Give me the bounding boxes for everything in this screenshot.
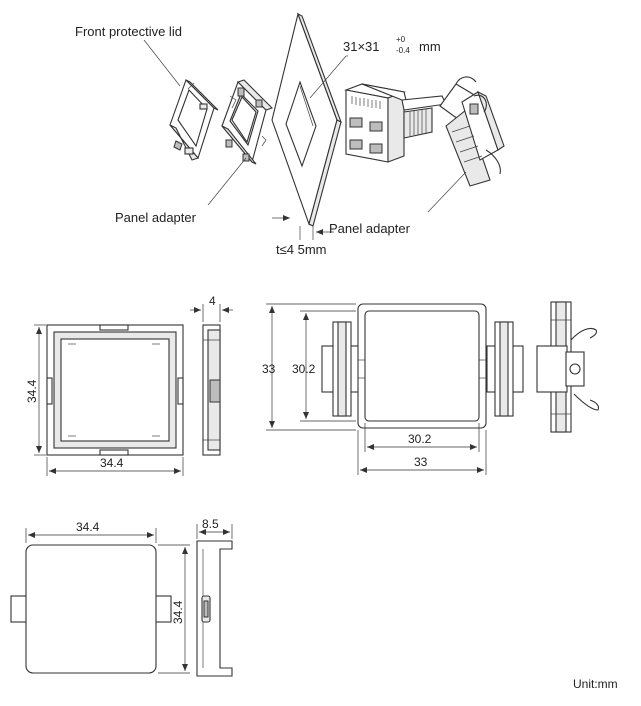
adapter-outer-width-dim: 33	[414, 455, 428, 469]
svg-text:+0: +0	[396, 35, 406, 44]
cutout-leader	[309, 55, 347, 99]
exploded-view: Front protective lid Panel adapter Panel…	[75, 12, 505, 257]
adapter-side-view	[536, 301, 600, 433]
cover-side-view: 8.5	[196, 517, 233, 677]
lid-front-view: 34.4 34.4	[25, 324, 184, 476]
cover-front-view: 34.4 34.4	[10, 520, 190, 674]
adapter-inner-height-dim: 30.2	[292, 362, 316, 376]
cover-width-dim: 34.4	[76, 520, 100, 534]
panel-adapter-left-drawing	[221, 79, 274, 165]
panel-adapter-right-drawing	[439, 76, 505, 187]
lid-height-dim: 34.4	[25, 379, 39, 403]
adapter-left-leader	[207, 157, 247, 206]
panel-adapter-right-label: Panel adapter	[329, 221, 411, 236]
device-body-drawing	[343, 83, 447, 163]
lid-side-view: 4	[190, 294, 233, 456]
adapter-right-leader	[427, 171, 467, 213]
cutout-size-label: 31×31 +0 -0.4 mm	[343, 35, 441, 55]
front-protective-lid-drawing	[169, 78, 219, 161]
adapter-front-view: 33 30.2 30.2 33	[262, 303, 524, 475]
lid-width-dim: 34.4	[100, 456, 124, 470]
panel-adapter-left-label: Panel adapter	[115, 210, 197, 225]
unit-label: Unit:mm	[573, 677, 618, 691]
panel-plate-drawing	[271, 12, 342, 227]
panel-thickness-label: t≤4 5mm	[276, 242, 326, 257]
adapter-inner-width-dim: 30.2	[408, 432, 432, 446]
svg-text:-0.4: -0.4	[396, 46, 410, 55]
front-protective-lid-label: Front protective lid	[75, 24, 182, 39]
cover-height-dim: 34.4	[171, 600, 185, 624]
svg-text:31×31: 31×31	[343, 39, 380, 54]
cover-depth-dim: 8.5	[202, 517, 219, 531]
lid-depth-dim: 4	[209, 294, 216, 308]
lid-leader	[143, 39, 181, 87]
adapter-outer-height-dim: 33	[262, 362, 276, 376]
svg-text:mm: mm	[419, 39, 441, 54]
